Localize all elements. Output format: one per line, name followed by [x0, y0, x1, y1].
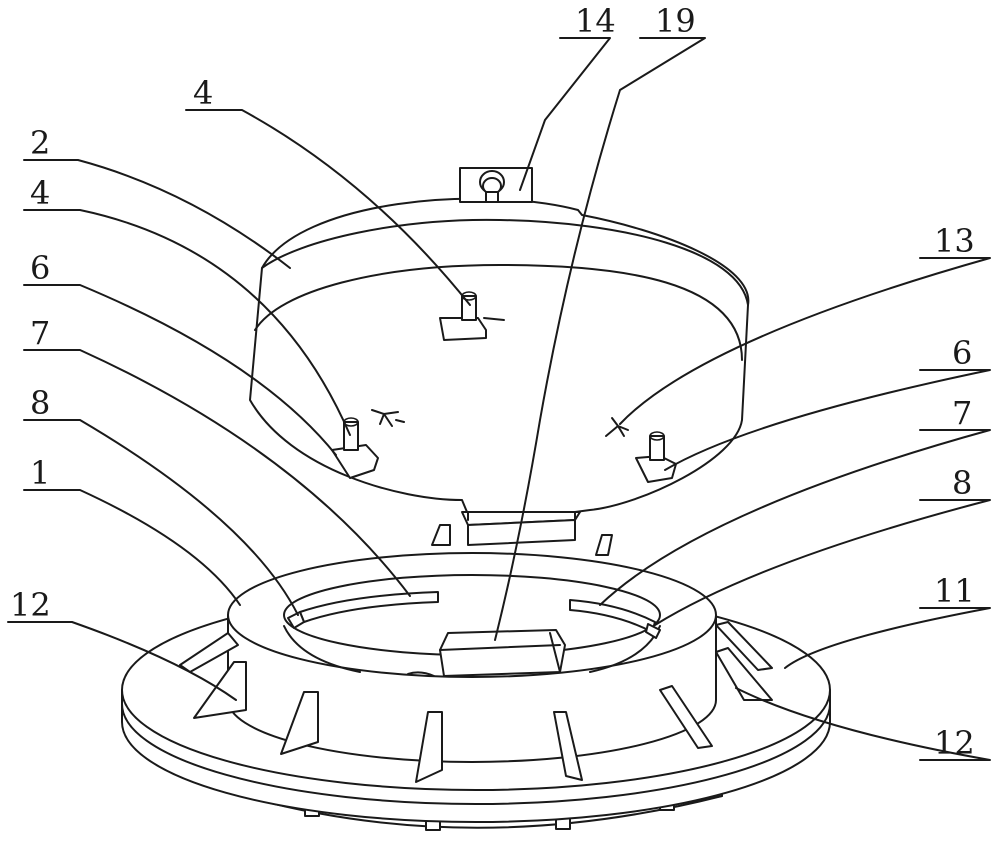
hinge-connector [461, 511, 581, 546]
slot-7-left [299, 591, 439, 623]
label-8-right: 8 [952, 464, 972, 502]
label-13: 13 [934, 222, 975, 260]
label-7-right: 7 [952, 394, 972, 432]
label-1: 1 [30, 454, 50, 492]
label-14: 14 [575, 2, 616, 40]
leader-lines [7, 37, 991, 761]
ribs-12 [179, 621, 773, 783]
latch-4-top [439, 291, 505, 341]
label-6-left: 6 [30, 249, 50, 287]
slot-8-right [645, 623, 661, 639]
label-4-left: 4 [30, 174, 50, 212]
label-6-right: 6 [952, 334, 972, 372]
wing-screw-left [371, 409, 405, 427]
hinge-bracket-14 [459, 167, 533, 203]
label-19: 19 [655, 2, 696, 40]
latch-6-right [635, 431, 677, 483]
label-8-left: 8 [30, 384, 50, 422]
slot-8-left [287, 611, 305, 629]
block-19 [407, 629, 566, 677]
hinge-base [431, 524, 613, 556]
label-12-right: 12 [934, 724, 975, 762]
label-4-top: 4 [193, 74, 213, 112]
label-7-left: 7 [30, 314, 50, 352]
ring-body-1 [227, 552, 717, 763]
label-2: 2 [30, 124, 50, 162]
wing-screw-13 [605, 417, 629, 437]
label-12-left: 12 [10, 586, 51, 624]
label-11: 11 [934, 572, 975, 610]
